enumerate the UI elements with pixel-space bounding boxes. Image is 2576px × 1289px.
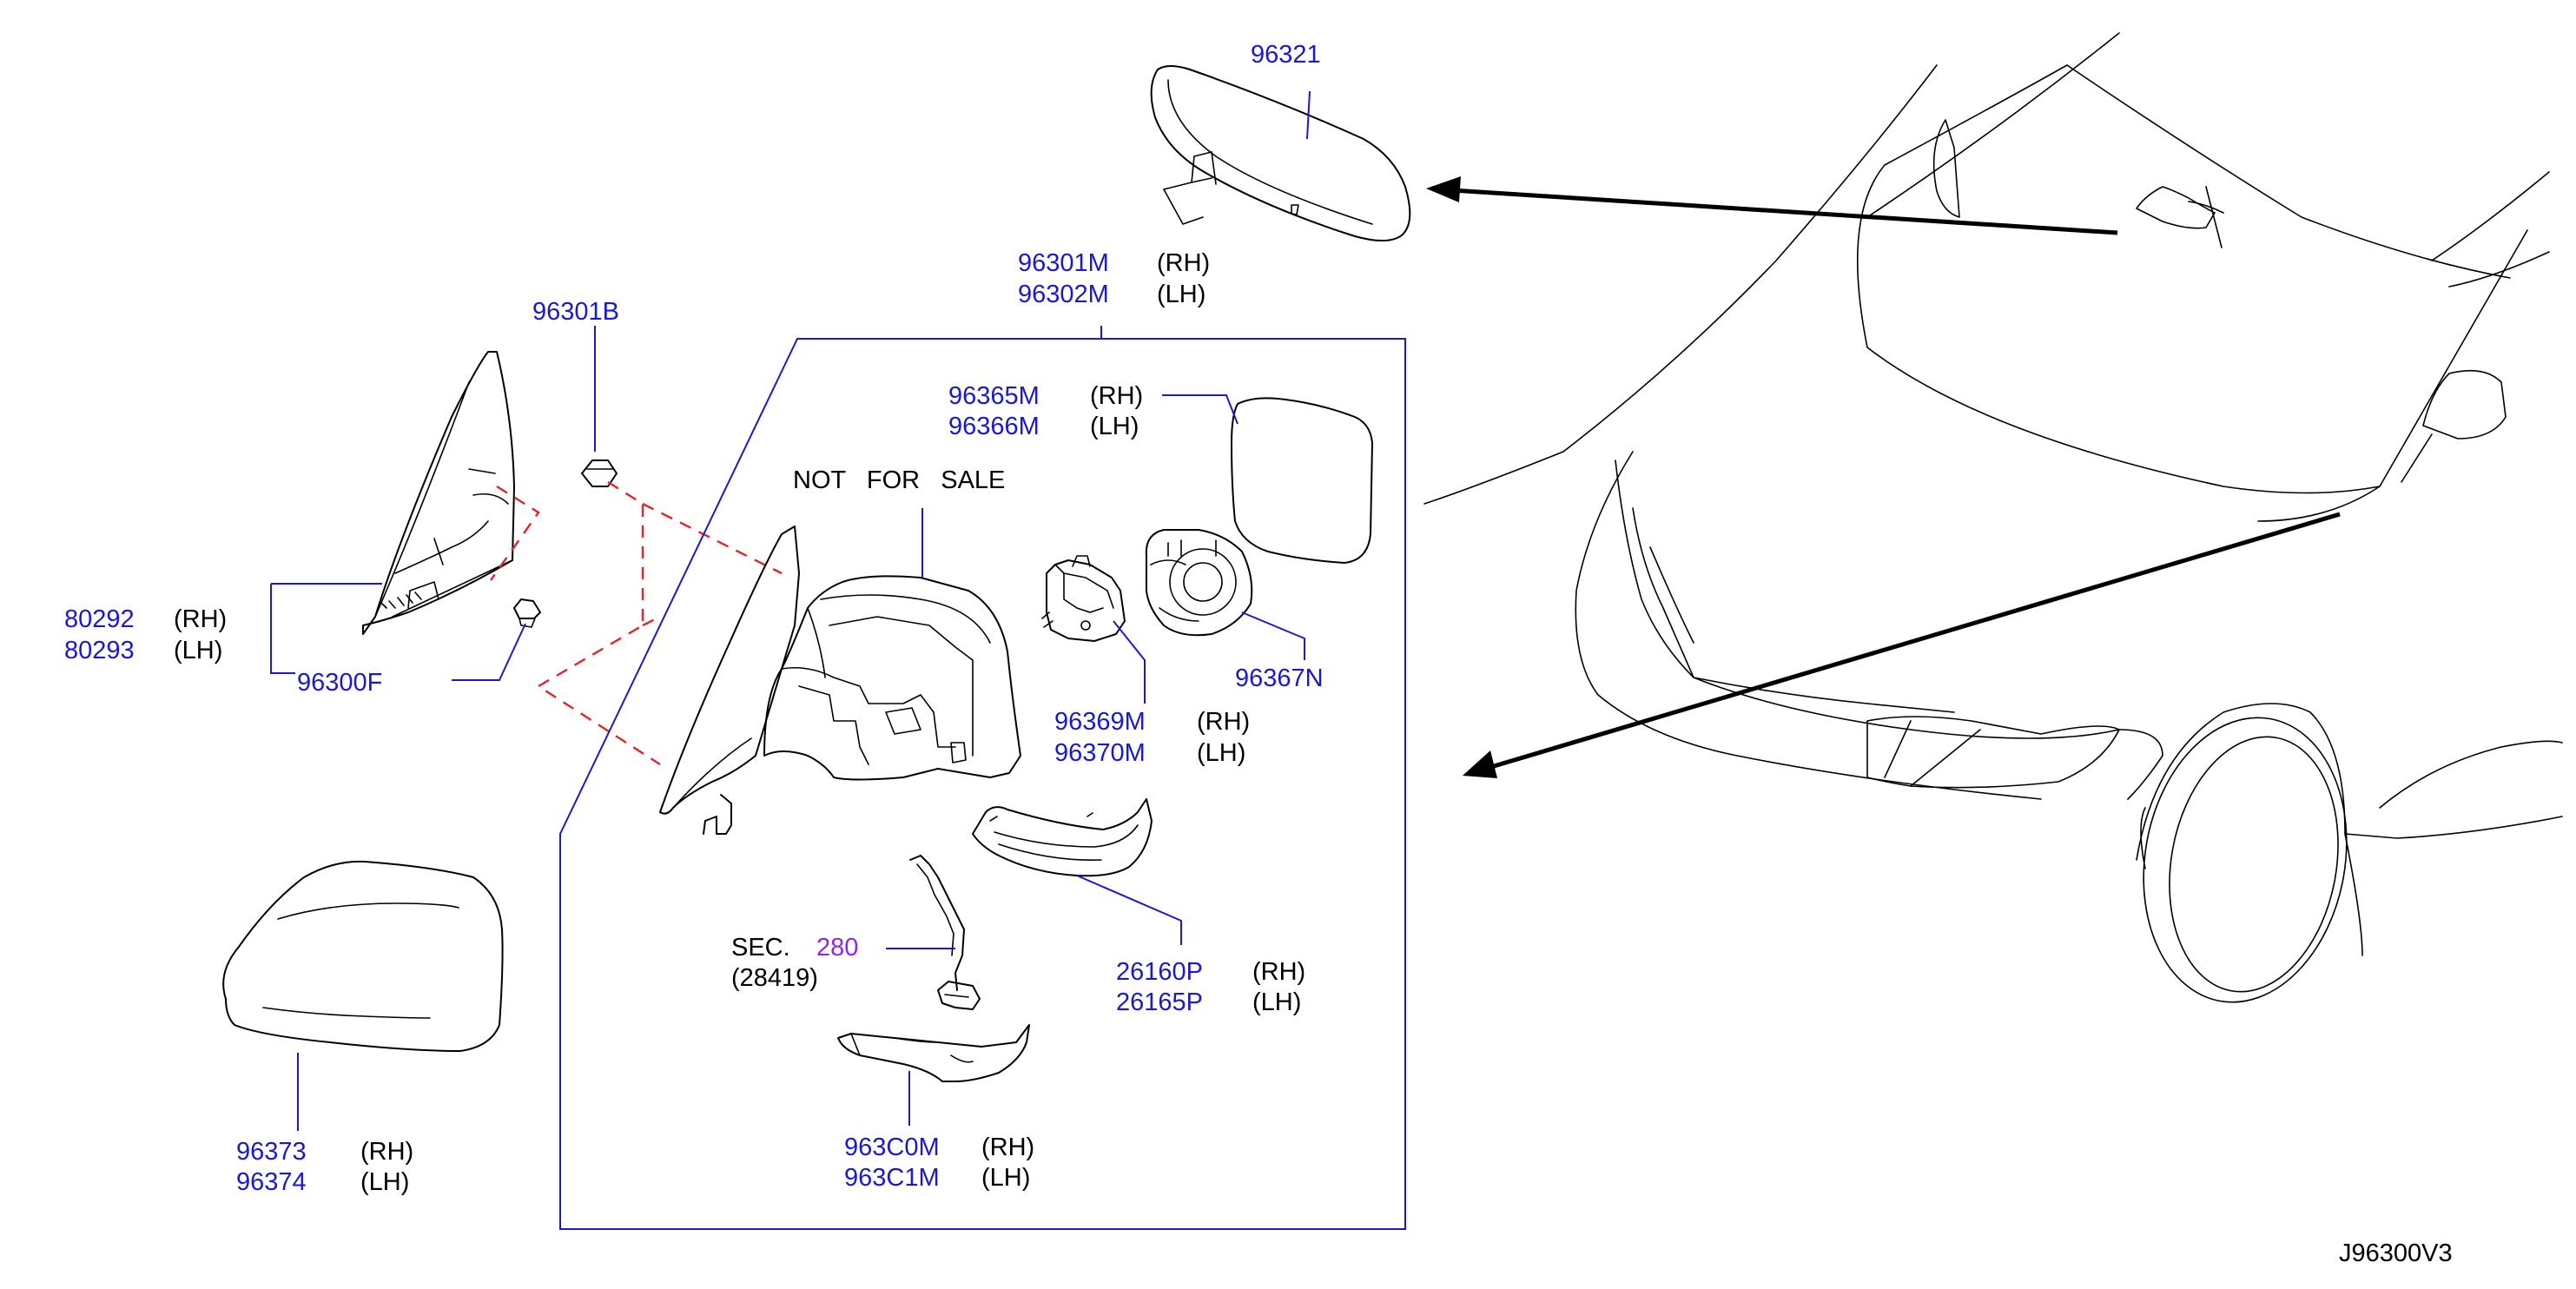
inner-mirror-illustration [1150,65,1411,241]
label-96301m: 96301M [1018,249,1109,277]
vehicle-outline [1423,32,2563,1003]
mirror-housing-illustration [659,526,1021,835]
turn-lamp-illustration [972,798,1153,877]
label-96366m-side: (LH) [1090,413,1139,440]
label-80292: 80292 [64,605,135,633]
label-96365m: 96365M [948,382,1040,410]
label-26160p-side: (RH) [1252,958,1305,986]
label-96373-side: (RH) [360,1138,413,1166]
section-prefix: SEC. [731,934,790,962]
mirror-glass-illustration [1231,397,1373,564]
labels: 96321 96301M (RH) 96302M (LH) 96365M (RH… [64,41,2453,1267]
label-96369m: 96369M [1054,708,1146,736]
label-96374: 96374 [236,1168,307,1196]
diagram-id: J96300V3 [2339,1239,2453,1267]
label-96321: 96321 [1251,41,1321,69]
label-26165p: 26165P [1116,988,1203,1016]
leader-lines [270,90,1406,1230]
label-80292-side: (RH) [174,605,227,633]
label-963c1m-side: (LH) [981,1164,1030,1192]
mirror-cover-illustration [222,860,504,1052]
clip-illustration [513,598,541,628]
label-963c0m: 963C0M [844,1134,940,1161]
phantom-lines [490,480,783,766]
label-963c1m: 963C1M [844,1164,940,1192]
label-963c0m-side: (RH) [981,1134,1034,1161]
motor-illustration [1041,555,1126,642]
label-96367n: 96367N [1235,664,1324,692]
label-96301m-side: (RH) [1157,249,1210,277]
label-26160p: 26160P [1116,958,1203,986]
label-96365m-side: (RH) [1090,382,1143,410]
label-96370m: 96370M [1054,739,1146,767]
nut-illustration [581,459,618,487]
label-96373: 96373 [236,1138,307,1166]
mirror-base-illustration [362,351,515,635]
label-96374-side: (LH) [360,1168,409,1196]
puddle-lamp-illustration [837,1024,1030,1082]
section-reference: (28419) [731,964,818,992]
label-96302m-side: (LH) [1157,281,1205,308]
label-96301b: 96301B [532,298,619,326]
label-96370m-side: (LH) [1197,739,1245,767]
label-80293-side: (LH) [174,637,222,664]
not-for-sale-note: NOT FOR SALE [793,466,1005,494]
label-96302m: 96302M [1018,281,1109,308]
label-26165p-side: (LH) [1252,988,1301,1016]
label-96366m: 96366M [948,413,1040,440]
harness-illustration [909,855,981,1010]
label-96369m-side: (RH) [1197,708,1250,736]
location-arrows [1426,176,2341,778]
label-80293: 80293 [64,637,135,664]
actuator-illustration [1145,529,1253,637]
section-number: 280 [816,934,858,962]
label-96300f: 96300F [297,669,382,697]
